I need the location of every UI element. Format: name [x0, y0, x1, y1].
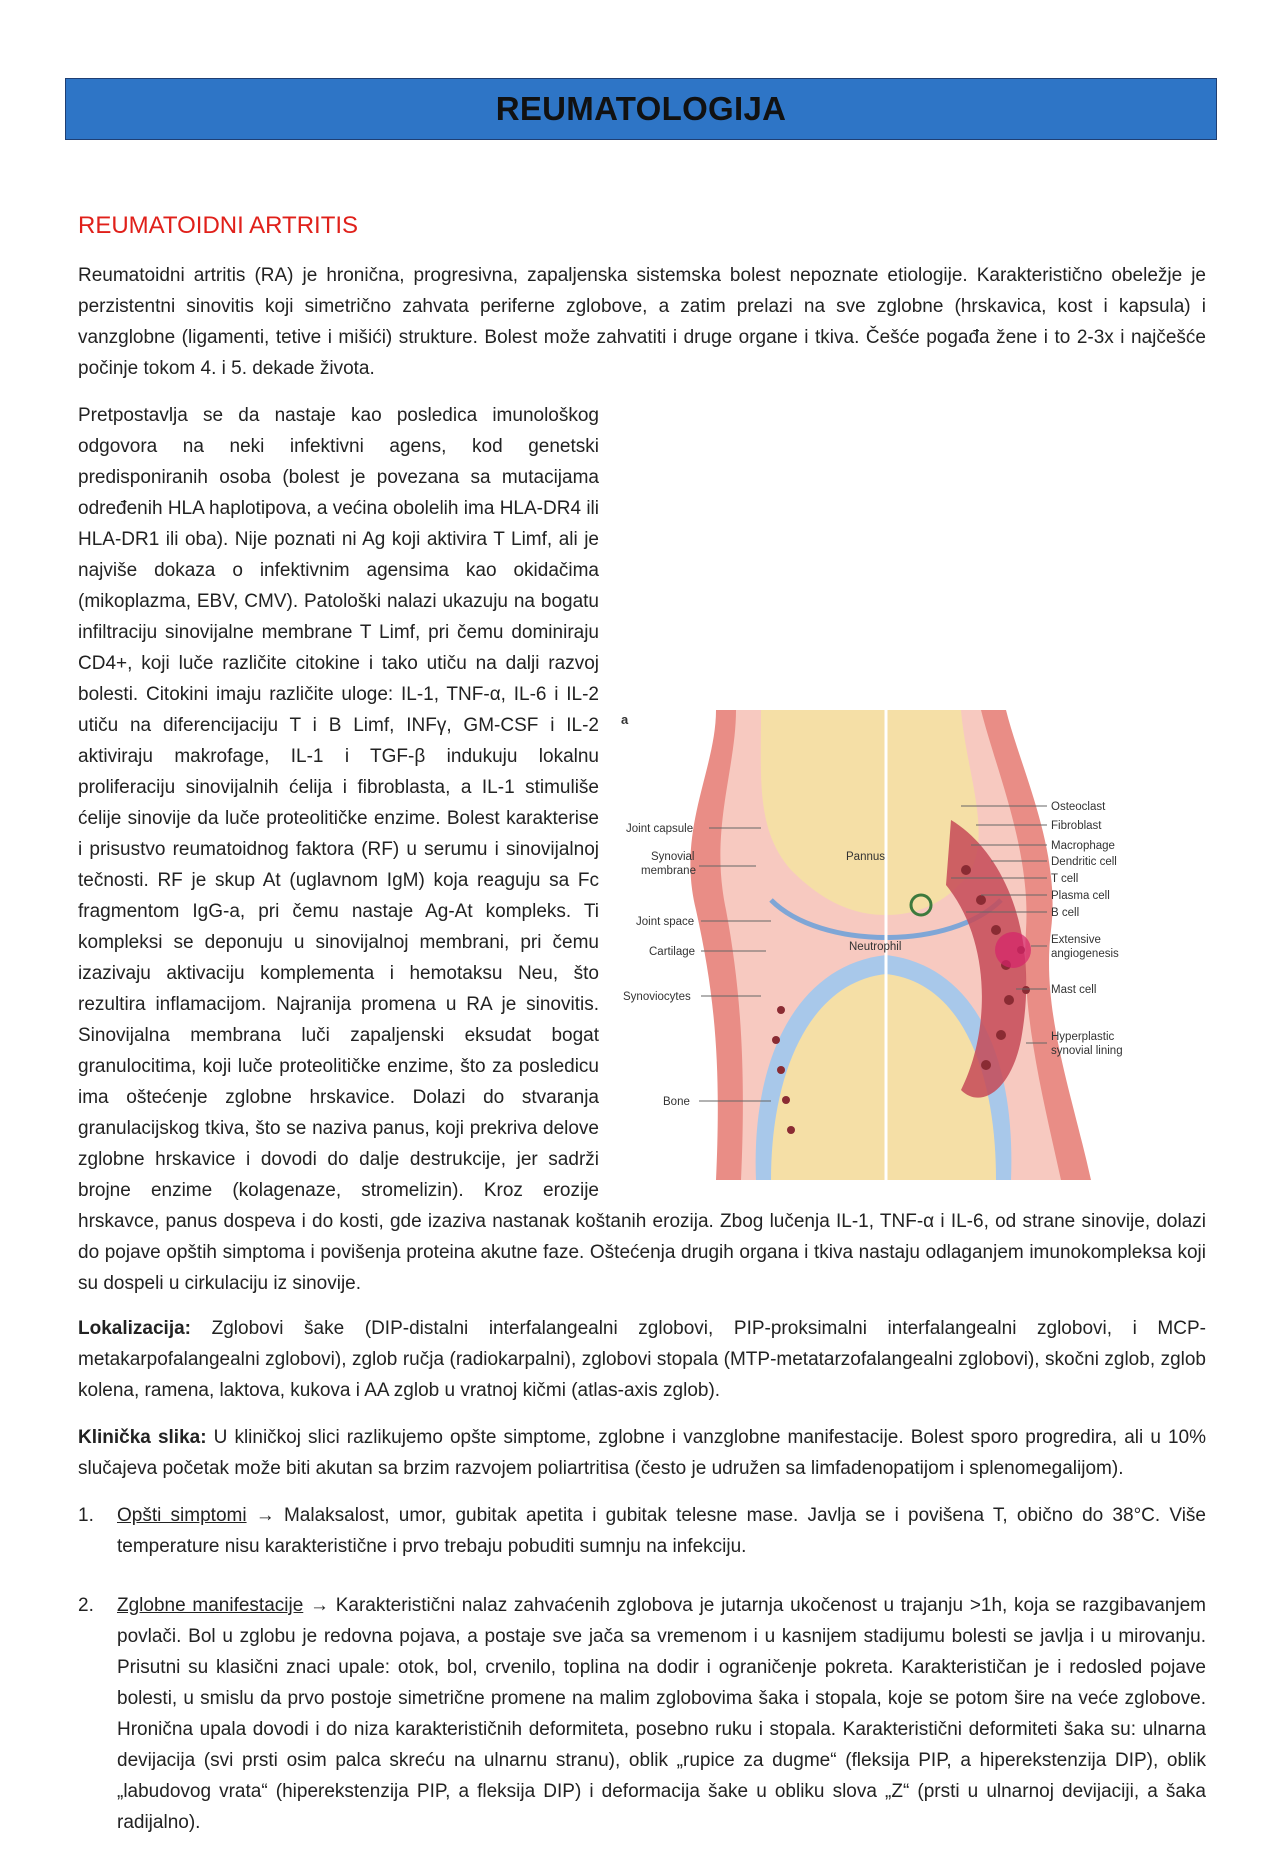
page-title: REUMATOLOGIJA: [495, 90, 787, 127]
list-item-text: → Malaksalost, umor, gubitak apetita i g…: [117, 1505, 1206, 1557]
figure-left-label: Synoviocytes: [623, 991, 691, 1003]
figure-right-label: synovial lining: [1051, 1045, 1123, 1057]
figure-right-label: Macrophage: [1051, 840, 1115, 852]
klinicka-text: U kliničkoj slici razlikujemo opšte simp…: [78, 1427, 1207, 1479]
neutrophil-mark: [909, 893, 933, 917]
joint-diagram-svg: a b: [621, 710, 1123, 1180]
joint-diagram: a b: [621, 710, 1206, 1180]
right-labels: Osteoclast Fibroblast Macrophage Dendrit…: [1051, 801, 1123, 1057]
pannus-label: Pannus: [846, 851, 885, 863]
list-item-term: Zglobne manifestacije: [117, 1595, 304, 1616]
lokalizacija-label: Lokalizacija:: [78, 1318, 191, 1339]
list-item-text: → Karakteristični nalaz zahvaćenih zglob…: [117, 1595, 1206, 1833]
figure-right-label: Mast cell: [1051, 984, 1096, 996]
figure-right-label: Extensive: [1051, 934, 1101, 946]
list-item-number: 2.: [78, 1595, 94, 1616]
paragraph-lokalizacija: Lokalizacija: Zglobovi šake (DIP-distaln…: [78, 1313, 1206, 1406]
figure-right-label: Hyperplastic: [1051, 1031, 1115, 1043]
left-labels: Joint capsule Synovial membrane Joint sp…: [623, 823, 696, 1108]
document-body: REUMATOIDNI ARTRITIS Reumatoidni artriti…: [78, 212, 1206, 1866]
figure-right-label: Dendritic cell: [1051, 856, 1117, 868]
section-title: REUMATOIDNI ARTRITIS: [78, 212, 359, 239]
figure-left-label: Joint capsule: [626, 823, 693, 835]
manifestations-list: 1. Opšti simptomi → Malaksalost, umor, g…: [78, 1500, 1206, 1838]
klinicka-label: Klinička slika:: [78, 1427, 207, 1448]
page-banner: REUMATOLOGIJA: [65, 78, 1217, 140]
figure-left-label: Bone: [663, 1096, 690, 1108]
paragraph-pathogenesis-text: Pretpostavlja se da nastaje kao posledic…: [78, 405, 1206, 1294]
figure-right-label: B cell: [1051, 907, 1079, 919]
right-leader-lines: [951, 805, 1047, 1044]
figure-right-label: Osteoclast: [1051, 801, 1106, 813]
list-item-number: 1.: [78, 1505, 94, 1526]
figure-right-label: Fibroblast: [1051, 820, 1102, 832]
angiogenesis-mark: [995, 932, 1031, 968]
list-item: 1. Opšti simptomi → Malaksalost, umor, g…: [78, 1500, 1206, 1562]
pannus-shape: [946, 820, 1027, 1098]
list-item-term: Opšti simptomi: [117, 1505, 247, 1526]
paragraph-klinicka: Klinička slika: U kliničkoj slici razlik…: [78, 1422, 1206, 1484]
figure-right-label: angiogenesis: [1051, 948, 1119, 960]
figure-right-label: Plasma cell: [1051, 890, 1110, 902]
figure-left-label: membrane: [641, 865, 696, 877]
paragraph-pathogenesis: a b: [78, 400, 1206, 1299]
figure-left-label: Synovial: [651, 851, 694, 863]
list-item: 2. Zglobne manifestacije → Karakteristič…: [78, 1590, 1206, 1838]
neutrophil-label: Neutrophil: [849, 941, 901, 953]
upper-bone-shape: [760, 710, 979, 915]
paragraph-intro: Reumatoidni artritis (RA) je hronična, p…: [78, 265, 1206, 379]
pathogenesis-block: a b: [78, 400, 1206, 1313]
figure-right-label: T cell: [1051, 873, 1078, 885]
lower-bone-shape: [771, 974, 996, 1180]
panel-a-label: a: [621, 712, 629, 727]
figure-left-label: Cartilage: [649, 946, 695, 958]
left-leader-lines: [699, 827, 771, 1102]
figure-left-label: Joint space: [636, 916, 694, 928]
lokalizacija-text: Zglobovi šake (DIP-distalni interfalange…: [78, 1318, 1206, 1401]
